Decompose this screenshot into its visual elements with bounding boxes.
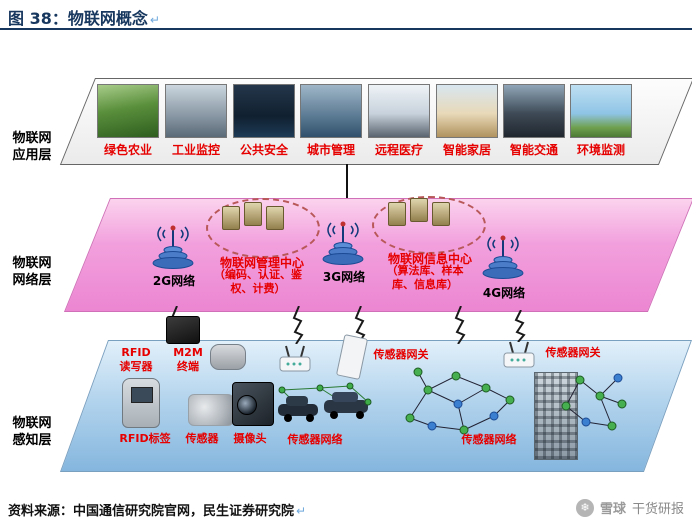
sensor-module-photo <box>210 344 246 370</box>
rfid-reader-label: RFID 读写器 <box>112 346 160 375</box>
app-item-label: 远程医疗 <box>374 143 423 157</box>
management-center-ellipse <box>206 198 320 258</box>
public-safety-photo <box>233 84 295 138</box>
m2m-terminal-label-line1: M2M <box>173 346 203 359</box>
smart-home-photo <box>436 84 498 138</box>
rfid-reader-photo <box>122 378 160 428</box>
management-center-name: 物联网管理中心 <box>219 256 304 270</box>
antenna-3g-icon <box>320 218 366 270</box>
antenna-2g-icon <box>150 222 196 274</box>
app-item-label: 工业监控 <box>171 143 220 157</box>
figure-title: 图 38：物联网概念↵ <box>8 5 160 29</box>
camera-lens <box>237 395 257 415</box>
m2m-terminal-photo <box>166 316 200 344</box>
camera-label: 摄像头 <box>233 432 267 445</box>
rfid-reader-label-line2: 读写器 <box>119 360 153 374</box>
app-item-label: 绿色农业 <box>103 143 152 157</box>
app-item-label: 公共安全 <box>239 143 288 157</box>
network-layer-label-line2: 网络层 <box>12 272 52 288</box>
building-photo <box>534 372 578 460</box>
server-icon <box>432 202 450 226</box>
wireless-router-icon <box>500 340 538 376</box>
sensor-network-graphic-right <box>556 366 628 440</box>
app-item-telemedicine: 远程医疗 <box>367 84 431 158</box>
perception-layer-label-line1: 物联网 <box>12 416 52 431</box>
title-divider <box>0 28 692 30</box>
green-agriculture-photo <box>97 84 159 138</box>
city-management-photo <box>300 84 362 138</box>
perception-layer-label: 物联网 感知层 <box>6 416 58 450</box>
network-4g-label: 4G网络 <box>482 286 526 300</box>
lightning-connector-icon <box>452 305 468 348</box>
app-item-label: 城市管理 <box>306 143 355 157</box>
server-icon <box>388 202 406 226</box>
rfid-reader-screen <box>131 387 153 403</box>
app-item-smart-transport: 智能交通 <box>502 84 566 158</box>
watermark-brand: 雪球 <box>599 502 626 517</box>
application-layer-label-line1: 物联网 <box>12 131 52 146</box>
m2m-terminal-label: M2M 终端 <box>170 346 206 375</box>
application-layer-label-line2: 应用层 <box>12 147 52 163</box>
information-center-detail: （算法库、样本库、信息库） <box>386 264 464 291</box>
lightning-connector-icon <box>512 309 528 346</box>
sensor-network-right-label: 传感器网络 <box>461 433 517 446</box>
figure-title-text: 图 38：物联网概念 <box>8 9 148 28</box>
app-item-label: 智能交通 <box>509 143 558 157</box>
sensor-network-graphic-left <box>398 360 516 442</box>
information-center-ellipse <box>372 196 486 254</box>
app-item-environment-monitoring: 环境监测 <box>569 84 633 158</box>
server-icon <box>222 206 240 230</box>
xueqiu-watermark: ❄ 雪球 干货研报 <box>575 498 684 517</box>
rfid-reader-label-line1: RFID <box>121 346 151 359</box>
network-layer-label: 物联网 网络层 <box>6 256 58 290</box>
vehicle-sensor-network-graphic <box>272 382 372 432</box>
smart-transport-photo <box>503 84 565 138</box>
return-mark-icon: ↵ <box>149 13 160 27</box>
sensor-label: 传感器 <box>185 432 219 445</box>
watermark-account-name: 干货研报 <box>631 502 684 517</box>
server-icon <box>244 202 262 226</box>
environment-monitoring-photo <box>570 84 632 138</box>
sensor-parts-photo <box>188 394 234 426</box>
lightning-connector-icon <box>290 305 306 348</box>
lightning-connector-icon <box>352 305 368 348</box>
app-network-connector <box>346 164 348 198</box>
application-layer-label: 物联网 应用层 <box>6 131 58 165</box>
wireless-router-icon <box>276 344 314 380</box>
telemedicine-photo <box>368 84 430 138</box>
rfid-tag-label: RFID标签 <box>119 432 171 445</box>
app-item-green-agriculture: 绿色农业 <box>96 84 160 158</box>
perception-layer-label-line2: 感知层 <box>12 432 52 448</box>
information-center-name: 物联网信息中心 <box>387 252 472 266</box>
app-item-smart-home: 智能家居 <box>435 84 499 158</box>
server-icon <box>410 198 428 222</box>
camera-photo <box>232 382 274 426</box>
network-layer-label-line1: 物联网 <box>12 256 52 271</box>
snowflake-icon: ❄ <box>575 498 594 517</box>
app-item-label: 环境监测 <box>576 143 625 157</box>
m2m-terminal-label-line2: 终端 <box>177 360 199 374</box>
sensor-gateway-right-label: 传感器网关 <box>545 346 601 359</box>
sensor-gateway-left-label: 传感器网关 <box>373 348 429 361</box>
industrial-monitoring-photo <box>165 84 227 138</box>
return-mark-icon: ↵ <box>296 504 307 518</box>
source-note-text: 资料来源：中国通信研究院官网，民生证券研究院 <box>8 504 295 519</box>
server-icon <box>266 206 284 230</box>
app-item-industrial-monitoring: 工业监控 <box>164 84 228 158</box>
network-2g-label: 2G网络 <box>152 274 196 288</box>
sensor-network-left-label: 传感器网络 <box>287 433 343 446</box>
app-item-city-management: 城市管理 <box>299 84 363 158</box>
source-note: 资料来源：中国通信研究院官网，民生证券研究院↵ <box>8 500 306 519</box>
app-item-label: 智能家居 <box>442 143 491 157</box>
antenna-4g-icon <box>480 232 526 284</box>
app-item-public-safety: 公共安全 <box>232 84 296 158</box>
management-center-detail: （编码、认证、鉴权、计费） <box>214 268 302 295</box>
network-3g-label: 3G网络 <box>322 270 366 284</box>
